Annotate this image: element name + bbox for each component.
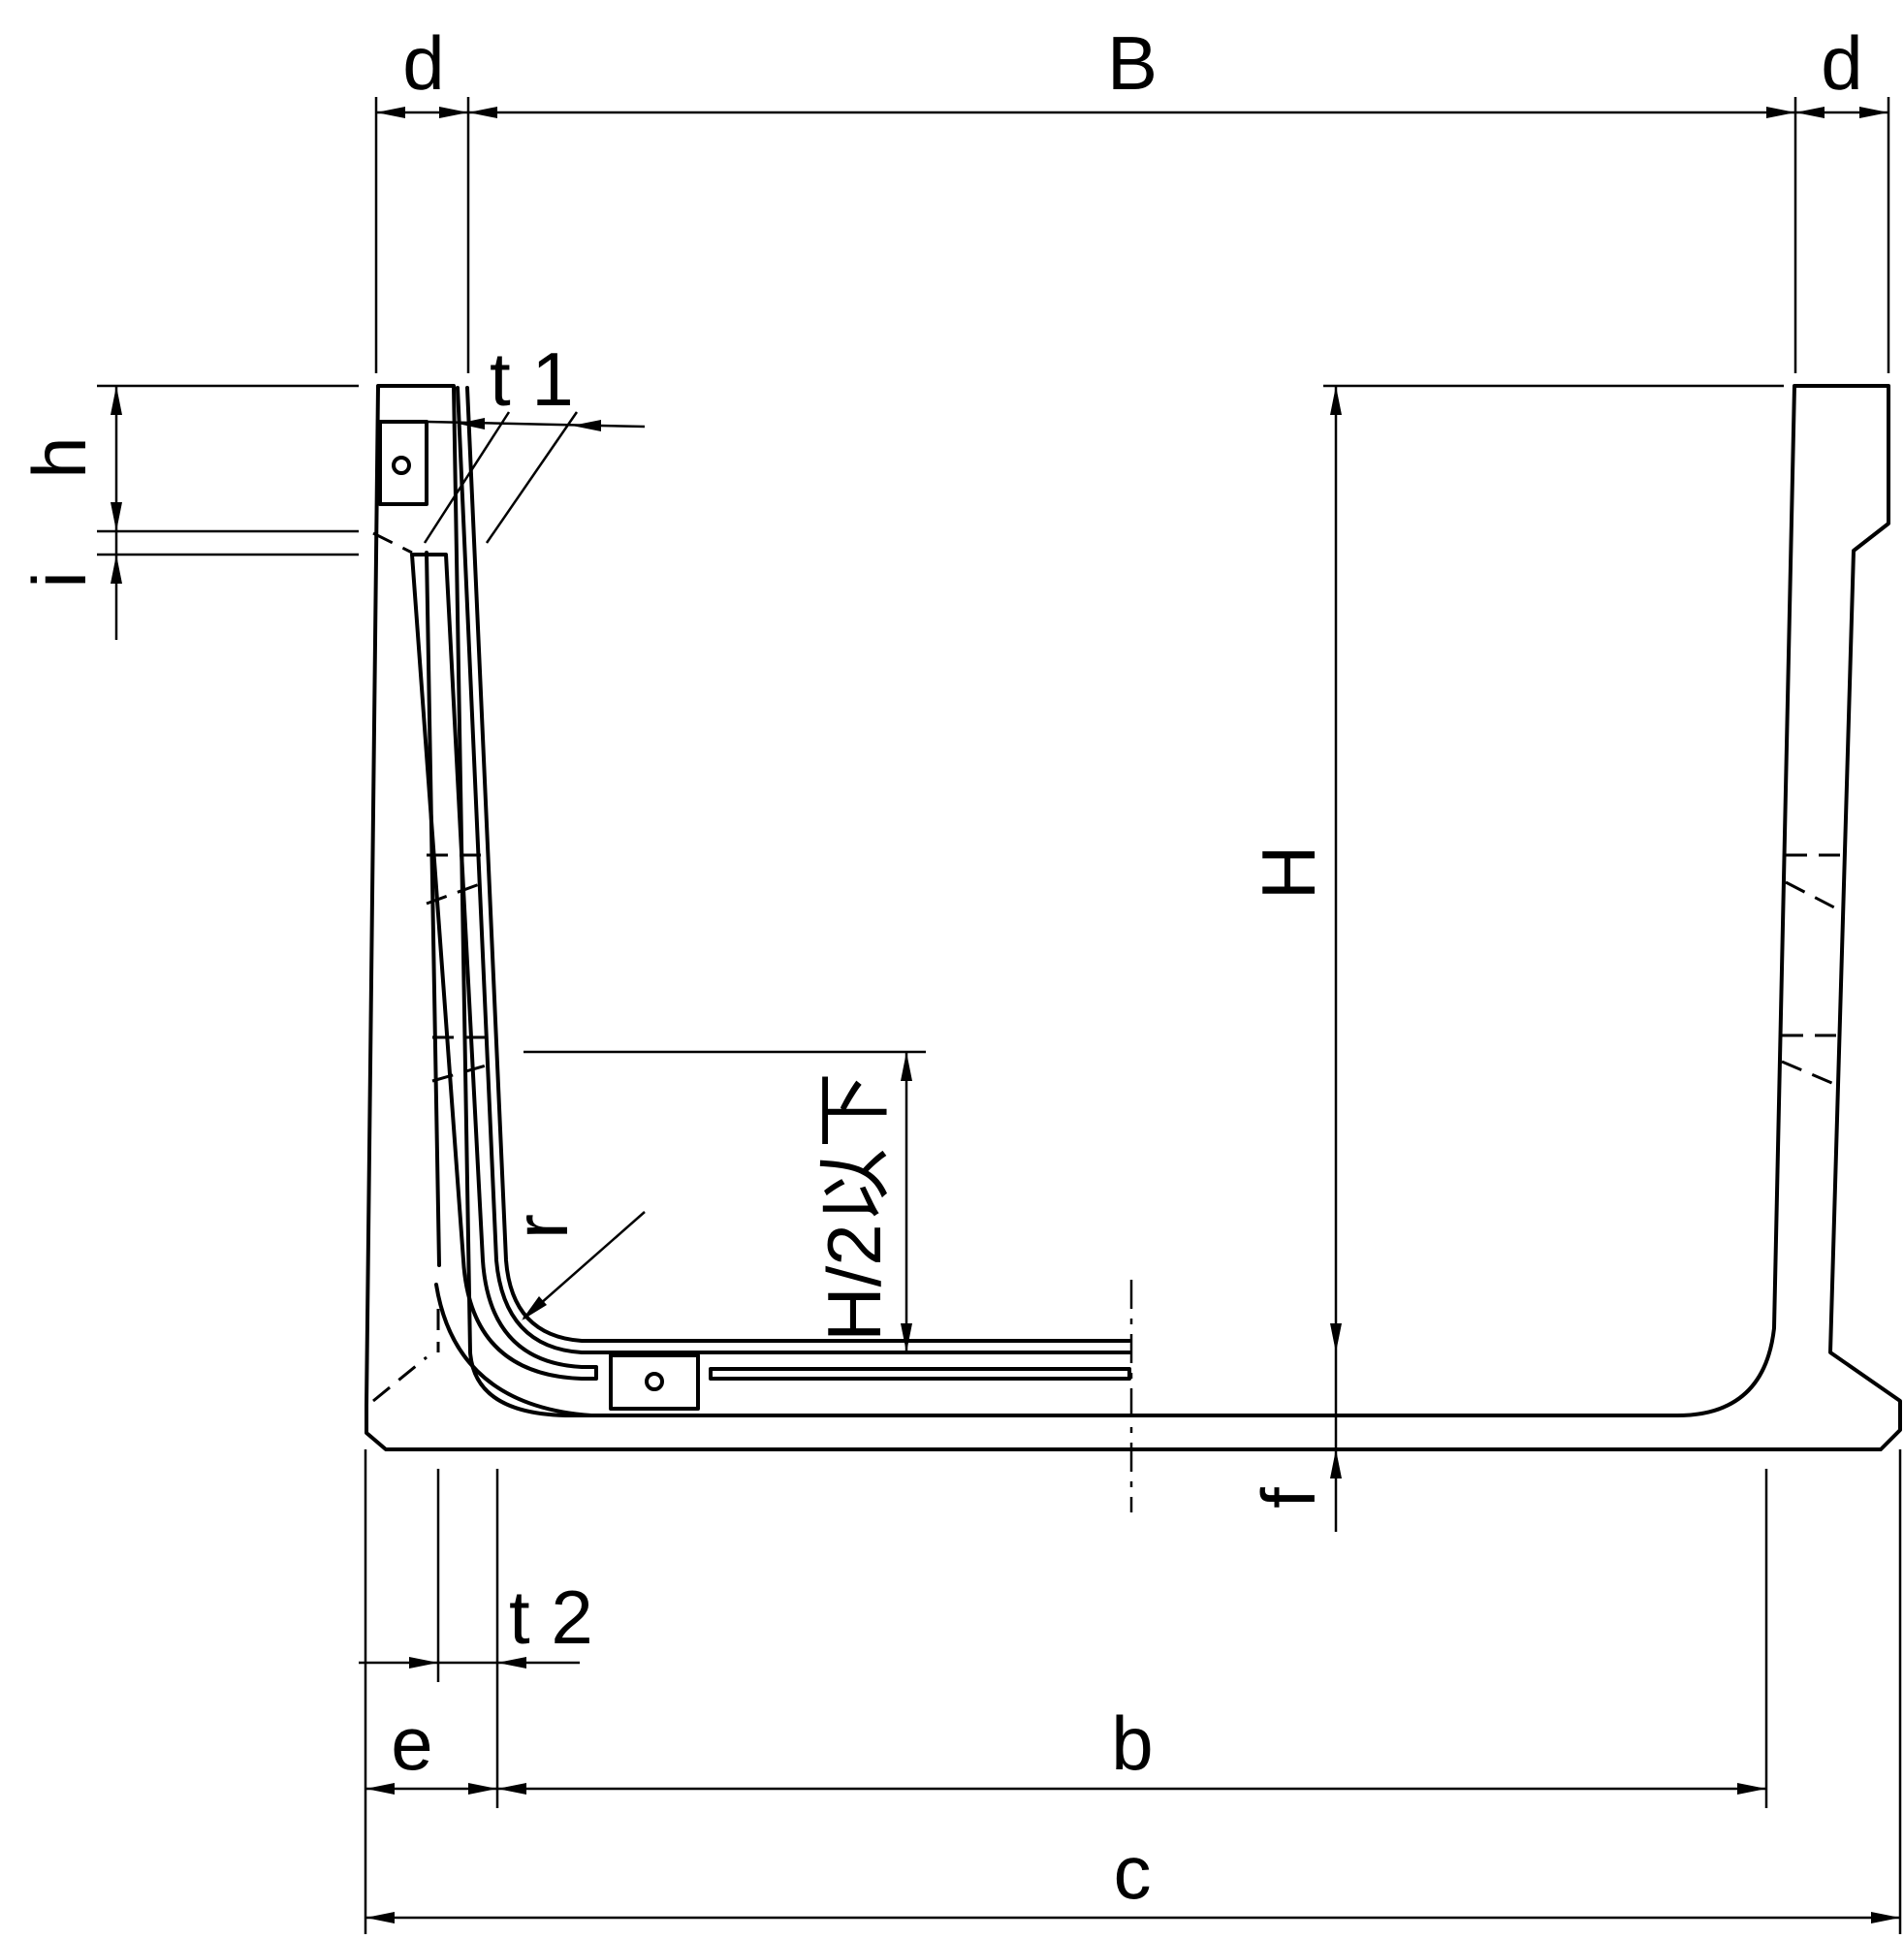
bottom-anchor-plate — [609, 1353, 700, 1411]
arrow-h-bottom — [111, 502, 122, 531]
arrow-B-b — [1766, 107, 1795, 118]
left-chamfer-dash — [372, 531, 413, 555]
arrow-h-top — [111, 386, 122, 415]
arrow-e-b — [468, 1783, 497, 1795]
label-r: r — [498, 1214, 584, 1239]
arrow-r — [522, 1296, 547, 1320]
label-c: c — [1114, 1829, 1152, 1915]
label-f: f — [1246, 1487, 1331, 1509]
label-i: i — [16, 571, 102, 588]
top-anchor-plate — [378, 420, 428, 506]
label-e: e — [391, 1701, 432, 1786]
arrow-c-b — [1871, 1912, 1900, 1923]
left-inner-fillet — [434, 1283, 593, 1417]
arrow-b-a — [497, 1783, 526, 1795]
label-b: b — [1111, 1701, 1153, 1786]
rebar-bottom-strip — [709, 1367, 1131, 1381]
left-base-chamfer-dash — [372, 1355, 428, 1403]
arrow-t2-a — [409, 1657, 438, 1669]
arrow-B-a — [468, 107, 497, 118]
right-notch-upper-b — [1785, 880, 1839, 911]
arrow-H-top — [1330, 386, 1342, 415]
bottom-anchor-hole — [645, 1372, 664, 1391]
arrow-i-bottom — [111, 555, 122, 584]
rebar-channel-outline — [410, 553, 598, 1381]
t1-leader-a — [423, 411, 511, 544]
arrow-e-a — [365, 1783, 395, 1795]
arrow-c-a — [365, 1912, 395, 1923]
top-anchor-hole — [392, 456, 411, 475]
right-notch-lower-b — [1781, 1060, 1835, 1086]
label-d-left: d — [402, 20, 444, 106]
label-B: B — [1107, 20, 1158, 106]
arrow-H-bottom — [1330, 1323, 1342, 1352]
label-t2: t 2 — [509, 1574, 593, 1660]
arrow-t1-b — [572, 420, 601, 431]
left-inner-wall-profile — [425, 551, 441, 1267]
arrow-d-right-b — [1859, 107, 1888, 118]
arrow-f-bottom — [1330, 1449, 1342, 1478]
rebar-outer-line — [456, 386, 1131, 1354]
r-leader — [523, 1211, 646, 1319]
rebar-inner-line — [465, 386, 1131, 1343]
label-H-half: H/2以下 — [811, 1072, 897, 1341]
arrow-H-half-bottom — [901, 1323, 912, 1352]
left-notch-upper-b — [426, 880, 486, 906]
t1-leader-b — [485, 411, 579, 544]
arrow-b-b — [1737, 1783, 1766, 1795]
label-t1: t 1 — [490, 336, 574, 422]
arrow-t2-b — [497, 1657, 526, 1669]
outer-outline — [365, 384, 1902, 1451]
arrow-d-left-a — [376, 107, 405, 118]
label-d-right: d — [1821, 20, 1862, 106]
left-notch-lower-b — [431, 1063, 491, 1083]
arrow-t1-a — [458, 418, 485, 429]
label-H: H — [1246, 845, 1331, 900]
arrow-d-left-b — [439, 107, 468, 118]
arrow-d-right-a — [1795, 107, 1825, 118]
label-h: h — [16, 436, 102, 478]
arrow-H-half-top — [901, 1052, 912, 1081]
